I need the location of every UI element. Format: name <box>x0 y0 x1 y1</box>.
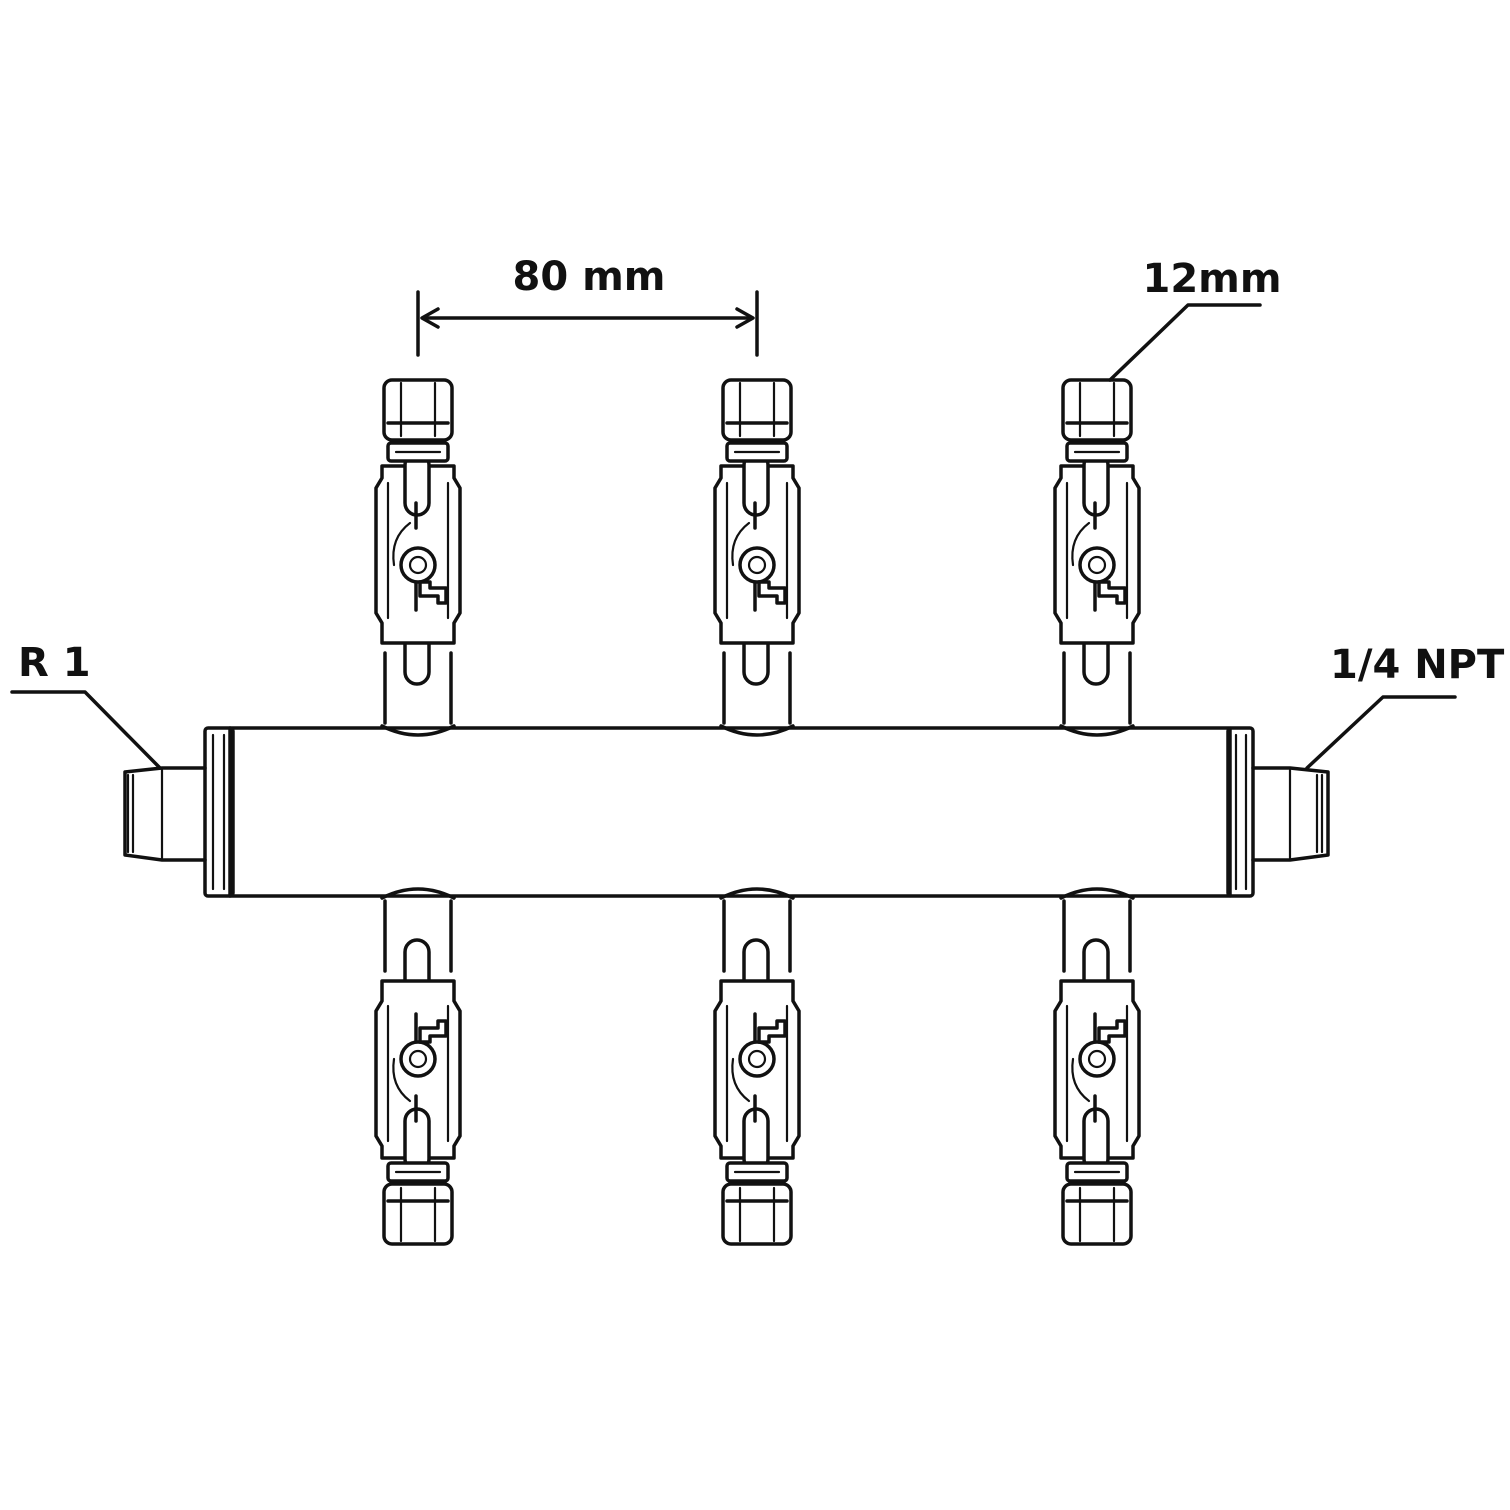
end-thread-label: 1/4 NPT <box>1330 642 1505 688</box>
bottom-outlet-valve-2 <box>713 887 801 1246</box>
top-outlet-valve-3 <box>1053 378 1141 737</box>
bottom-outlet-valve-1 <box>374 887 462 1246</box>
end-thread-fitting <box>1251 766 1330 862</box>
outlet-size-label: 12mm <box>1142 256 1281 302</box>
header-pipe <box>203 726 1255 898</box>
top-outlet-valve-1 <box>374 378 462 737</box>
spacing-label: 80 mm <box>513 254 666 300</box>
top-outlet-valve-2 <box>713 378 801 737</box>
inlet-thread-fitting <box>123 766 207 862</box>
inlet-thread-label: R 1 <box>18 640 91 686</box>
bottom-outlet-valve-3 <box>1053 887 1141 1246</box>
spacing-dimension <box>416 290 759 357</box>
inlet-thread-leader <box>10 690 162 770</box>
outlet-size-leader <box>1108 303 1262 382</box>
end-thread-leader <box>1305 695 1457 770</box>
